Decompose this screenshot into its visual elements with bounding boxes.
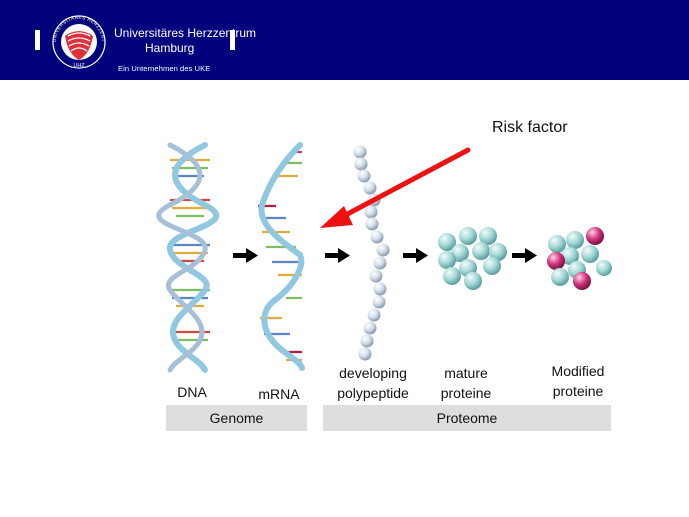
institution-city: Hamburg	[145, 41, 195, 55]
label-mrna: mRNA	[258, 386, 300, 402]
arrow-right-icon	[403, 248, 428, 263]
amino-acid-bead	[372, 295, 386, 309]
amino-acid-bead	[363, 181, 377, 195]
header-banner: UNIVERSITÄRES HERZZENTRUM UHZ Universitä…	[0, 0, 689, 80]
process-arrows	[233, 248, 537, 263]
modification-site	[573, 272, 591, 290]
genome-band: Genome	[166, 405, 307, 431]
modified-protein-cluster	[547, 227, 612, 290]
modification-site	[586, 227, 604, 245]
amino-acid-bead	[376, 243, 390, 257]
amino-acid-bead	[369, 269, 383, 283]
amino-acid-bead	[358, 347, 372, 361]
amino-acid-bead	[373, 256, 387, 270]
risk-factor-label: Risk factor	[492, 119, 568, 136]
mrna-strand	[258, 142, 305, 371]
mature-protein-cluster	[438, 227, 507, 290]
label-mature-proteine: proteine	[440, 385, 492, 401]
risk-arrow-icon	[320, 147, 471, 228]
dna-strand-a	[166, 142, 220, 373]
label-developing: developing	[339, 365, 407, 381]
amino-acid-bead	[354, 157, 368, 171]
heart-seal-icon: UNIVERSITÄRES HERZZENTRUM UHZ	[46, 14, 106, 69]
amino-acid-bead	[370, 230, 384, 244]
amino-acid-bead	[360, 334, 374, 348]
institution-logo[interactable]: UNIVERSITÄRES HERZZENTRUM UHZ Universitä…	[30, 12, 256, 74]
label-modified-proteine: proteine	[552, 383, 604, 399]
amino-acid-bead	[365, 217, 379, 231]
amino-acid-bead	[363, 321, 377, 335]
institution-tagline: Ein Unternehmen des UKE	[118, 64, 211, 73]
dna-strand-b	[156, 142, 208, 373]
arrow-right-icon	[233, 248, 258, 263]
label-modified: Modified	[551, 363, 605, 379]
institution-name: Universitäres Herzzentrum	[114, 26, 257, 40]
mrna-backbone	[258, 142, 305, 371]
amino-acid-bead	[357, 169, 371, 183]
label-mature: mature	[444, 365, 488, 381]
label-polypeptide: polypeptide	[337, 385, 409, 401]
dna-helix	[156, 142, 220, 373]
amino-acid-bead	[353, 145, 367, 159]
amino-acid-bead	[373, 282, 387, 296]
seal-abbrev: UHZ	[73, 63, 85, 69]
modification-site	[547, 252, 565, 270]
arrow-right-icon	[512, 248, 537, 263]
logo-bar-left	[35, 30, 40, 50]
logo-bar-right	[230, 30, 235, 50]
proteome-band: Proteome	[323, 405, 611, 431]
polypeptide-chain	[353, 145, 390, 361]
amino-acid-bead	[364, 205, 378, 219]
arrow-right-icon	[325, 248, 350, 263]
label-dna: DNA	[177, 384, 207, 400]
amino-acid-bead	[367, 308, 381, 322]
